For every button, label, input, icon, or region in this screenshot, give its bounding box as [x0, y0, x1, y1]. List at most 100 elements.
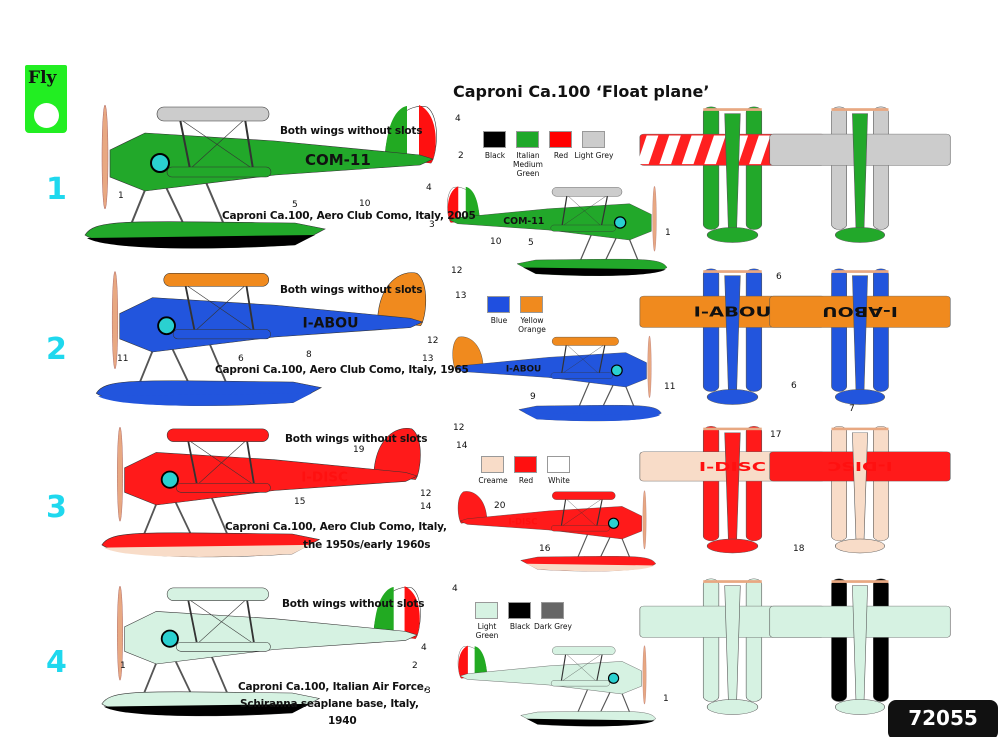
color-swatch	[520, 296, 543, 313]
upper-wing	[166, 428, 269, 442]
wire	[179, 118, 254, 170]
plane-side: I-DISC	[101, 426, 421, 558]
lower-wing	[175, 482, 271, 493]
callout-number: 4	[455, 114, 461, 124]
callout-number: 9	[530, 392, 536, 402]
fuselage	[724, 113, 741, 237]
propeller	[831, 108, 889, 111]
fly-logo: Fly	[25, 65, 67, 133]
slots-note: Both wings without slots	[285, 433, 428, 445]
tailplane	[706, 538, 759, 554]
registration-marking: COM-11	[503, 216, 544, 227]
swatch-label: Italian Medium Green	[513, 151, 543, 178]
scheme-caption: the 1950s/early 1960s	[303, 539, 431, 551]
roundel-icon	[607, 672, 620, 684]
wing-strut	[561, 194, 568, 227]
float-strut	[209, 494, 230, 538]
wing-strut	[598, 344, 606, 375]
callout-number: 2	[412, 661, 418, 671]
side-view-small	[457, 645, 656, 727]
float-right	[873, 426, 889, 542]
color-swatch	[516, 131, 539, 148]
wing-strut	[245, 598, 256, 645]
callout-number: 18	[793, 544, 805, 554]
slots-note: Both wings without slots	[282, 598, 425, 610]
float-right	[745, 106, 763, 230]
lower-wing	[550, 680, 610, 687]
upper-wing	[552, 646, 616, 655]
scheme-caption: Caproni Ca.100, Aero Club Como, Italy, 2…	[222, 210, 476, 222]
swatch-label: Dark Grey	[534, 622, 572, 631]
upper-wing	[552, 491, 616, 500]
float-left	[831, 578, 847, 702]
float-strut	[577, 380, 591, 409]
fuselage	[724, 275, 741, 399]
tailplane	[835, 538, 885, 554]
tailplane	[835, 227, 885, 243]
fuselage	[852, 585, 868, 709]
color-swatch	[508, 602, 531, 619]
plane-side: I-ABOU	[452, 335, 662, 422]
lower-wing	[175, 641, 271, 652]
wire	[566, 194, 602, 227]
tail-red	[404, 586, 420, 639]
callout-number: 10	[359, 199, 371, 209]
callout-number: 10	[490, 237, 502, 247]
wire	[566, 344, 600, 375]
registration-marking: I-DISC	[827, 459, 892, 474]
propeller	[111, 271, 119, 370]
upper-wing	[551, 336, 619, 346]
propeller	[831, 580, 889, 583]
float-bottom	[87, 235, 315, 249]
float-right	[745, 268, 763, 392]
plane-side	[457, 645, 656, 727]
wing-strut	[187, 439, 198, 486]
callout-number: 11	[117, 354, 129, 364]
float-strut	[170, 345, 191, 387]
wing-strut	[596, 498, 603, 527]
wing-stripe	[681, 135, 704, 165]
wing-stripe	[704, 135, 726, 165]
callout-number: 7	[849, 404, 855, 414]
swatch-label: Light Green	[475, 622, 499, 640]
callout-number: 1	[120, 661, 126, 671]
lower-wing	[550, 525, 610, 532]
swatch-label: Black	[484, 151, 506, 160]
slots-note: Both wings without slots	[280, 125, 423, 137]
swatch-label: Light Grey	[574, 151, 614, 160]
tailplane	[835, 389, 885, 405]
plane-side	[101, 585, 421, 717]
wire	[561, 653, 603, 682]
callout-number: 13	[455, 291, 467, 301]
scheme-caption: Caproni Ca.100, Aero Club Como, Italy, 1…	[215, 364, 469, 376]
float-left	[831, 426, 847, 542]
side-view-large: I-ABOU	[95, 271, 427, 406]
float-left	[702, 106, 720, 230]
callout-number: 3	[425, 686, 431, 696]
swatch-label: Black	[509, 622, 531, 631]
bottom-view: I-ABOU	[769, 268, 951, 405]
upper-wing	[166, 587, 269, 601]
float-strut	[204, 179, 226, 228]
float-strut	[137, 350, 154, 387]
bottom-view	[769, 106, 951, 243]
float-strut	[625, 386, 636, 409]
callout-number: 6	[776, 272, 782, 282]
callout-number: 13	[422, 354, 434, 364]
plane-side: I-DISC	[457, 490, 656, 572]
propeller	[647, 335, 652, 398]
propeller	[117, 585, 123, 681]
float-strut	[621, 693, 631, 715]
upper-wing	[156, 106, 270, 122]
wing-strut	[560, 498, 567, 527]
callout-number: 14	[420, 502, 432, 512]
wire	[561, 498, 603, 527]
propeller	[831, 270, 889, 273]
wing-strut	[596, 653, 603, 682]
wing-strut	[600, 194, 609, 227]
roundel-icon	[160, 629, 179, 648]
wing-strut	[560, 653, 567, 682]
wire	[561, 194, 608, 227]
color-swatch	[582, 131, 605, 148]
